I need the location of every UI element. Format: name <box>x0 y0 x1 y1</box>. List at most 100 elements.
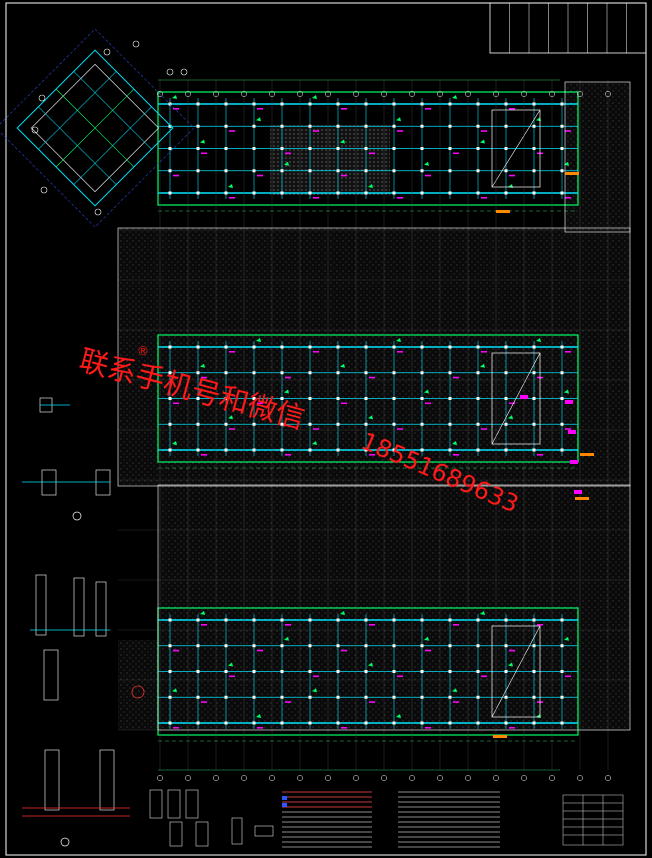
axis-bubble <box>437 91 443 97</box>
column-mark <box>280 147 284 150</box>
beam-band <box>157 334 579 469</box>
column-mark <box>420 670 424 673</box>
column-mark <box>196 644 200 648</box>
column-mark <box>252 124 256 128</box>
axis-bubble <box>577 91 583 97</box>
axis-bubble <box>465 91 471 97</box>
rebar-tag <box>509 649 515 652</box>
column-mark <box>336 618 340 622</box>
column-mark <box>364 422 368 426</box>
column-mark <box>420 695 424 699</box>
registered-mark: ® <box>137 344 149 358</box>
rebar-tag <box>341 108 347 110</box>
rebar-tag <box>285 454 291 456</box>
column-mark <box>364 670 368 673</box>
column-mark <box>392 124 396 128</box>
column-mark <box>336 371 340 375</box>
column-mark <box>392 345 396 349</box>
accent-mark <box>575 497 589 500</box>
column-mark <box>224 644 228 648</box>
rebar-tag <box>509 402 515 405</box>
column-mark <box>224 169 228 173</box>
column-mark <box>420 169 424 173</box>
rebar-tag <box>369 454 375 456</box>
column-mark <box>280 721 284 725</box>
green-tag <box>396 117 401 122</box>
rebar-tag <box>453 624 459 626</box>
axis-bubble <box>241 91 247 97</box>
column-mark <box>336 345 340 349</box>
green-tag <box>368 415 373 420</box>
rebar-tag <box>201 624 207 626</box>
column-mark <box>392 102 396 106</box>
slab-boundary <box>117 227 631 487</box>
column-mark <box>448 102 452 106</box>
column-mark <box>252 147 256 150</box>
rebar-tag <box>173 727 179 729</box>
column-mark <box>308 169 312 173</box>
column-mark <box>532 618 536 622</box>
column-mark <box>560 670 564 673</box>
column-mark <box>196 191 200 195</box>
green-tag <box>312 441 317 445</box>
green-tag <box>368 662 373 667</box>
column-mark <box>280 345 284 349</box>
axis-bubble <box>269 775 275 781</box>
column-mark <box>252 191 256 195</box>
schedule-table <box>562 794 624 846</box>
column-mark <box>504 191 508 195</box>
column-mark <box>308 371 312 375</box>
column-mark <box>224 147 228 150</box>
column-mark <box>420 345 424 349</box>
axis-bubble <box>213 91 219 97</box>
rebar-tag <box>313 428 319 430</box>
column-mark <box>280 448 284 452</box>
rebar-tag <box>201 701 207 703</box>
column-mark <box>532 169 536 173</box>
column-mark <box>420 124 424 128</box>
axis-bubble <box>465 775 471 781</box>
column-mark <box>168 371 172 375</box>
green-tag <box>452 441 457 445</box>
column-mark <box>196 670 200 673</box>
rebar-tag <box>173 402 179 405</box>
rebar-tag <box>397 675 403 678</box>
column-mark <box>392 191 396 195</box>
column-mark <box>336 191 340 195</box>
axis-bubble <box>381 91 387 97</box>
column-mark <box>392 644 396 648</box>
green-tag <box>508 662 513 667</box>
column-mark <box>280 397 284 400</box>
rebar-tag <box>257 727 263 729</box>
axis-bubble <box>381 775 387 781</box>
column-mark <box>308 618 312 622</box>
rebar-tag <box>369 624 375 626</box>
column-mark <box>364 397 368 400</box>
rebar-tag <box>397 197 403 199</box>
column-mark <box>196 618 200 622</box>
column-mark <box>224 345 228 349</box>
axis-bubble <box>493 91 499 97</box>
rebar-tag <box>341 402 347 405</box>
legend-swatch <box>282 803 287 807</box>
column-mark <box>308 670 312 673</box>
green-tag <box>284 389 289 394</box>
rebar-tag <box>341 174 347 177</box>
column-mark <box>252 397 256 400</box>
column-mark <box>504 147 508 150</box>
rebar-tag <box>341 649 347 652</box>
column-mark <box>168 191 172 195</box>
column-mark <box>224 721 228 725</box>
rebar-tag <box>509 108 515 110</box>
column-mark <box>168 345 172 349</box>
green-tag <box>396 338 401 342</box>
axis-bubble <box>269 91 275 97</box>
column-mark <box>476 124 480 128</box>
rebar-tag <box>509 727 515 729</box>
stair-diagonal <box>491 625 541 718</box>
rebar-tag <box>369 701 375 703</box>
green-tag <box>480 139 485 144</box>
column-mark <box>504 124 508 128</box>
axis-bubble <box>493 775 499 781</box>
